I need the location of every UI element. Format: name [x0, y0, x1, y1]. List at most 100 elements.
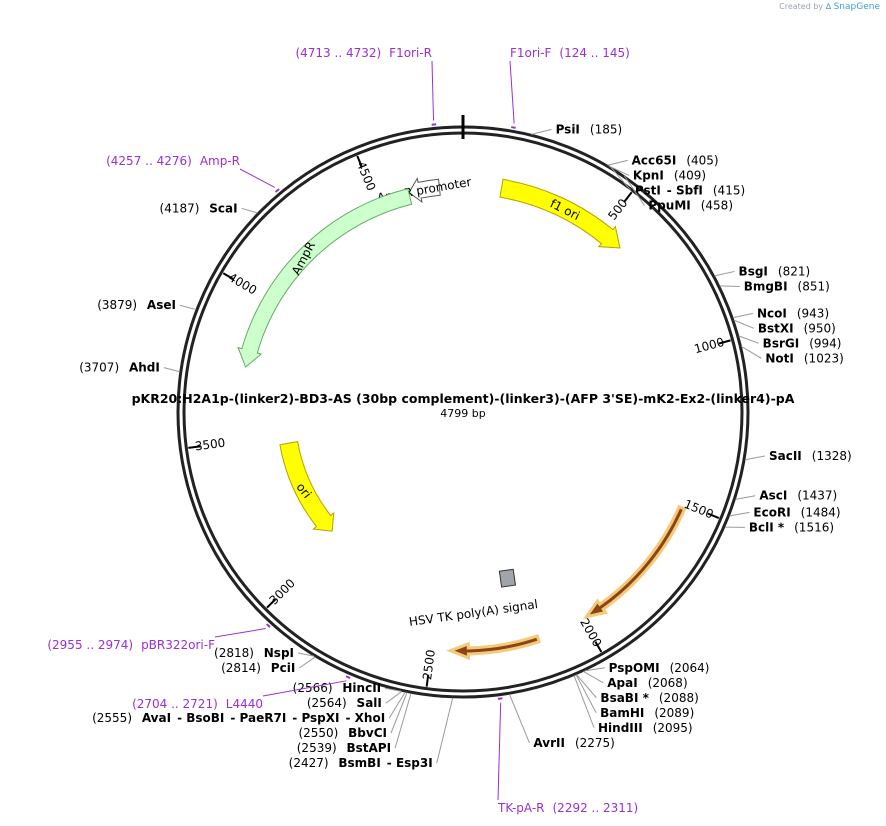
plasmid-backbone [176, 115, 750, 699]
tick-label-3500: 3500 [194, 436, 226, 454]
enzyme-leader-bmgbi [719, 285, 740, 287]
enzyme-apai: ApaI(2068) [607, 676, 687, 690]
hsv-tk-polya-label: HSV TK poly(A) signal [408, 597, 539, 629]
tick-label-4500: 4500 [354, 159, 379, 193]
tick-mark-4000 [222, 272, 235, 281]
plasmid-length: 4799 bp [440, 407, 485, 420]
snapgene-logo-icon: ∆ [825, 2, 832, 11]
enzyme-avrii: AvrII(2275) [533, 736, 614, 750]
tick-mark-2000 [594, 641, 603, 653]
enzyme-scai: (4187) ScaI [160, 201, 238, 215]
enzyme-nspi: (2818) NspI [214, 646, 294, 660]
tick-mark-2500 [425, 674, 430, 687]
enzyme-psti: PstI- SbfI(415) [635, 183, 745, 197]
enzyme-leader-nspi [297, 652, 315, 657]
enzyme-bsgi: BsgI(821) [739, 264, 811, 278]
enzyme-leader-ncoi [732, 312, 754, 319]
enzyme-kpni: KpnI(409) [633, 168, 706, 182]
enzyme-sacii: SacII(1328) [769, 449, 852, 463]
enzyme-ppumi: PpuMI(458) [648, 198, 733, 212]
enzyme-leader-hindiii [573, 675, 595, 728]
enzyme-bstapi: (2539) BstAPI [297, 741, 391, 755]
primer-leader-pbr322ori-f [214, 628, 266, 638]
tick-mark-1000 [718, 339, 731, 345]
hsv-tk-polya-box [498, 568, 517, 588]
enzyme-leader-ppumi [623, 175, 645, 206]
primer-tk-pa-r: TK-pA-R(2292 .. 2311) [497, 801, 638, 815]
feature-ampr [237, 188, 413, 368]
tick-label-4000: 4000 [226, 270, 259, 297]
enzyme-leader-psii [531, 128, 552, 135]
enzyme-leader-bsmbi [436, 697, 454, 764]
primer-amp-r: (4257 .. 4276)Amp-R [106, 154, 240, 168]
enzyme-leader-avrii [508, 694, 530, 743]
tick-label-2000: 2000 [577, 616, 604, 649]
enzyme-pspomi: PspOMI(2064) [609, 661, 710, 675]
enzyme-leader-sacii [744, 455, 766, 461]
enzyme-bstxi: BstXI(950) [758, 321, 836, 335]
enzyme-asei: (3879) AseI [97, 298, 176, 312]
enzyme-layer: PsiI(185) Acc65I(405)KpnI(409)PstI- SbfI(… [79, 122, 851, 770]
credit-brand: SnapGene [833, 2, 880, 12]
primer-f1ori-r: (4713 .. 4732)F1ori-R [295, 46, 432, 60]
tick-label-1000: 1000 [693, 335, 726, 356]
enzyme-leader-noti [741, 345, 762, 359]
primer-f1ori-f: F1ori-F(124 .. 145) [510, 46, 630, 60]
snapgene-credit: Created by ∆ SnapGene [779, 2, 880, 12]
enzyme-bsabi: BsaBI *(2088) [600, 691, 698, 705]
feature-ampr-promoter [408, 177, 441, 204]
enzyme-sali: (2564) SalI [307, 696, 382, 710]
enzyme-acc65i: Acc65I(405) [632, 153, 719, 167]
enzyme-leader-psti [610, 166, 632, 191]
enzyme-leader-avai [388, 691, 406, 719]
primer-site-f1ori-f [511, 126, 516, 129]
enzyme-leader-pcii [299, 656, 316, 669]
enzyme-asci: AscI(1437) [759, 489, 837, 503]
tick-mark-3500 [188, 445, 201, 449]
enzyme-leader-bsabi [576, 674, 597, 699]
primer-site-l4440 [345, 675, 351, 679]
enzyme-bamhi: BamHI(2089) [600, 706, 694, 720]
primer-leader-tk-pa-r [497, 702, 502, 801]
tick-label-2500: 2500 [420, 649, 438, 681]
primer-leader-l4440 [262, 680, 347, 697]
feature-insert-2 [446, 634, 542, 661]
enzyme-leader-pspomi [584, 667, 605, 672]
enzyme-bsmbi: (2427) BsmBI- Esp3I [289, 756, 433, 770]
enzyme-bbvci: (2550) BbvCI [298, 726, 387, 740]
plasmid-name: pKR20:H2A1p-(linker2)-BD3-AS (30bp compl… [132, 391, 795, 406]
primer-layer: (4713 .. 4732)F1ori-R F1ori-F(124 .. 145)… [47, 46, 638, 815]
primer-l4440: (2704 .. 2721)L4440 [132, 697, 263, 711]
tick-mark-1500 [707, 512, 720, 520]
enzyme-hindiii: HindIII(2095) [598, 721, 693, 735]
feature-f1-ori [499, 178, 621, 249]
enzyme-ahdi: (3707) AhdI [79, 361, 160, 375]
feature-ori [279, 441, 335, 532]
enzyme-leader-asei [179, 304, 197, 311]
enzyme-leader-ahdi [163, 367, 180, 373]
primer-leader-f1ori-f [509, 60, 515, 124]
enzyme-leader-sali [385, 690, 403, 704]
enzyme-leader-scai [241, 207, 258, 214]
enzyme-leader-bamhi [575, 674, 597, 713]
primer-site-amp-r [274, 188, 280, 193]
enzyme-leader-asci [735, 495, 756, 500]
enzyme-leader-bstxi [733, 319, 755, 329]
feature-insert-1 [582, 504, 687, 619]
enzyme-leader-ecori [729, 511, 750, 517]
enzyme-leader-bsgi [714, 270, 735, 277]
primer-site-tk-pa-r [497, 697, 503, 700]
tick-label-3000: 3000 [266, 576, 298, 607]
enzyme-leader-bbvci [390, 692, 408, 734]
tick-mark-4500 [356, 155, 363, 168]
enzyme-psii: PsiI(185) [556, 122, 623, 136]
enzyme-bsrgi: BsrGI(994) [763, 336, 842, 350]
enzyme-bmgbi: BmgBI(851) [744, 279, 830, 293]
primer-pbr322ori-f: (2955 .. 2974)pBR322ori-F [47, 638, 215, 652]
primer-site-pbr322ori-f [265, 623, 271, 628]
enzyme-leader-bstapi [394, 693, 412, 749]
enzyme-leader-acc65i [607, 159, 628, 166]
enzyme-leader-apai [583, 671, 604, 684]
enzyme-pcii: (2814) PciI [221, 661, 295, 675]
